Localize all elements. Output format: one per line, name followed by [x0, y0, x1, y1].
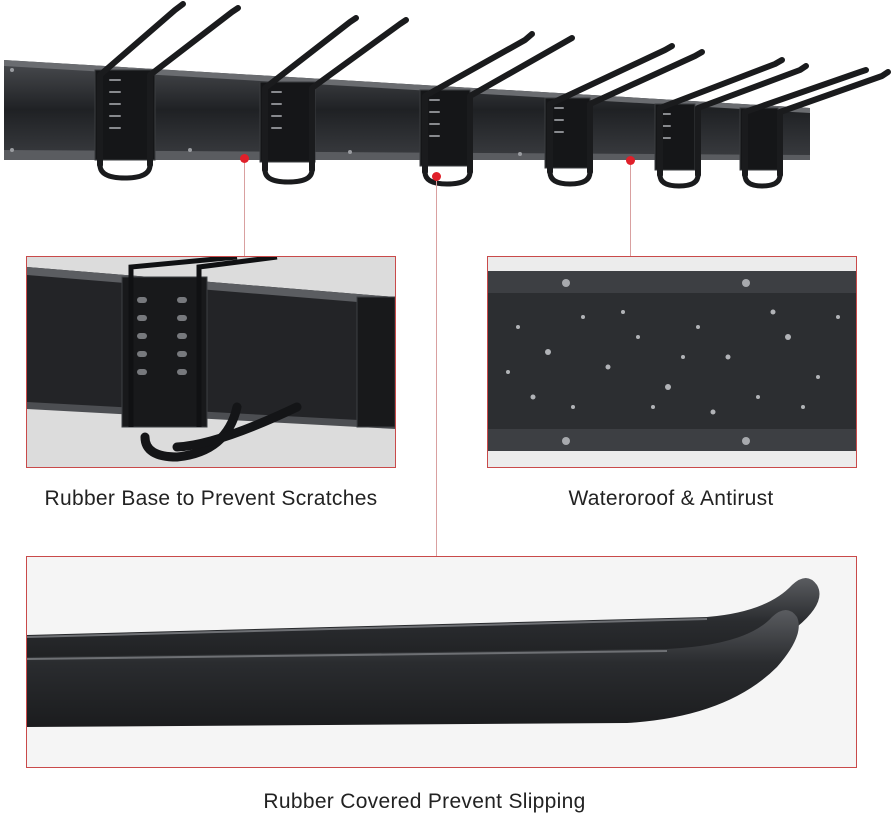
- callout-marker-rubber-covered: [432, 172, 441, 181]
- rail: [4, 60, 810, 160]
- waterproof-closeup-image: [488, 257, 856, 467]
- rubber-base-closeup-panel: [26, 256, 396, 468]
- callout-marker-rubber-base: [240, 154, 249, 163]
- leader-line-waterproof: [630, 165, 631, 256]
- caption-rubber-covered: Rubber Covered Prevent Slipping: [263, 790, 586, 813]
- rack-illustration: [4, 1, 891, 189]
- waterproof-closeup-panel: [487, 256, 857, 468]
- caption-rubber-base: Rubber Base to Prevent Scratches: [44, 487, 378, 510]
- caption-waterproof: Wateroroof & Antirust: [568, 487, 774, 510]
- rubber-covered-closeup-panel: [26, 556, 857, 768]
- leader-line-rubber-covered: [436, 181, 437, 556]
- rubber-covered-closeup-image: [27, 557, 856, 767]
- rack-product-image: [0, 0, 894, 200]
- hooks: [97, 1, 891, 178]
- hook-arm-front: [27, 610, 799, 727]
- leader-line-rubber-base: [244, 163, 245, 256]
- callout-marker-waterproof: [626, 156, 635, 165]
- rubber-base-closeup-image: [27, 257, 395, 467]
